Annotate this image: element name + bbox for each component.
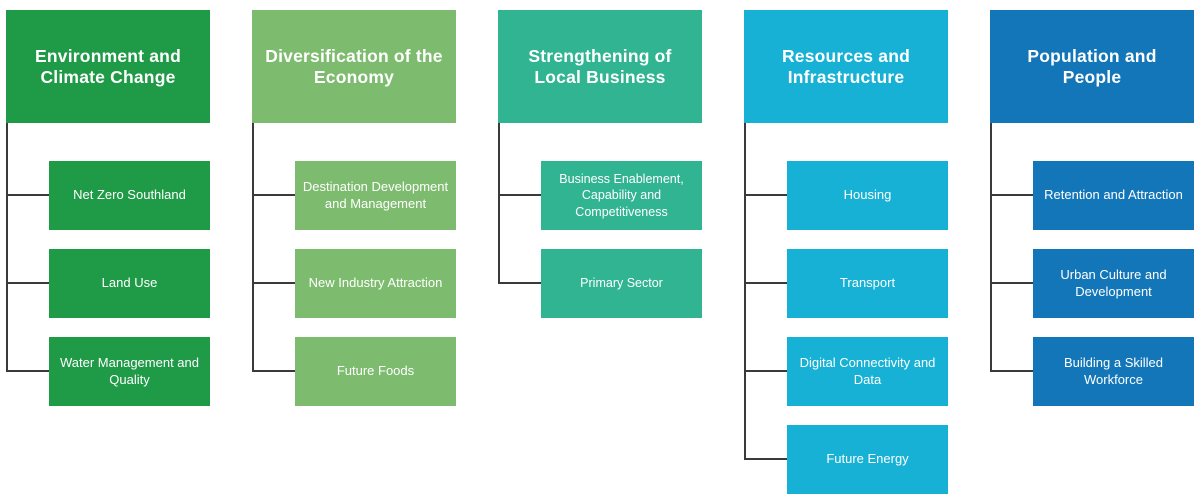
- item-business-enablement: Business Enablement, Capability and Comp…: [541, 161, 702, 230]
- column-header-environment: Environment and Climate Change: [6, 10, 210, 123]
- connector-branch: [252, 194, 295, 196]
- column-population: Population and People Retention and Attr…: [990, 0, 1200, 500]
- column-header-local-business: Strengthening of Local Business: [498, 10, 702, 123]
- connector-branch: [6, 282, 49, 284]
- item-primary-sector: Primary Sector: [541, 249, 702, 318]
- connector-vertical: [252, 123, 254, 372]
- item-digital-connectivity: Digital Connectivity and Data: [787, 337, 948, 406]
- item-housing: Housing: [787, 161, 948, 230]
- connector-branch: [744, 370, 787, 372]
- connector-vertical: [990, 123, 992, 372]
- connector-branch: [498, 282, 541, 284]
- connector-branch: [252, 370, 295, 372]
- connector-vertical: [744, 123, 746, 460]
- connector-branch: [744, 194, 787, 196]
- column-local-business: Strengthening of Local Business Business…: [498, 0, 708, 500]
- item-future-foods: Future Foods: [295, 337, 456, 406]
- connector-branch: [990, 194, 1033, 196]
- connector-branch: [990, 370, 1033, 372]
- connector-branch: [990, 282, 1033, 284]
- connector-branch: [6, 370, 49, 372]
- item-skilled-workforce: Building a Skilled Workforce: [1033, 337, 1194, 406]
- connector-branch: [6, 194, 49, 196]
- item-land-use: Land Use: [49, 249, 210, 318]
- item-destination-development: Destination Development and Management: [295, 161, 456, 230]
- item-future-energy: Future Energy: [787, 425, 948, 494]
- column-header-resources: Resources and Infrastructure: [744, 10, 948, 123]
- item-urban-culture: Urban Culture and Development: [1033, 249, 1194, 318]
- column-header-population: Population and People: [990, 10, 1194, 123]
- connector-branch: [744, 458, 787, 460]
- connector-vertical: [6, 123, 8, 372]
- connector-branch: [498, 194, 541, 196]
- item-transport: Transport: [787, 249, 948, 318]
- column-diversification: Diversification of the Economy Destinati…: [252, 0, 462, 500]
- connector-vertical: [498, 123, 500, 284]
- connector-branch: [252, 282, 295, 284]
- column-resources: Resources and Infrastructure Housing Tra…: [744, 0, 954, 500]
- column-header-diversification: Diversification of the Economy: [252, 10, 456, 123]
- connector-branch: [744, 282, 787, 284]
- item-retention-attraction: Retention and Attraction: [1033, 161, 1194, 230]
- item-net-zero-southland: Net Zero Southland: [49, 161, 210, 230]
- item-new-industry-attraction: New Industry Attraction: [295, 249, 456, 318]
- column-environment: Environment and Climate Change Net Zero …: [6, 0, 216, 500]
- item-water-management: Water Management and Quality: [49, 337, 210, 406]
